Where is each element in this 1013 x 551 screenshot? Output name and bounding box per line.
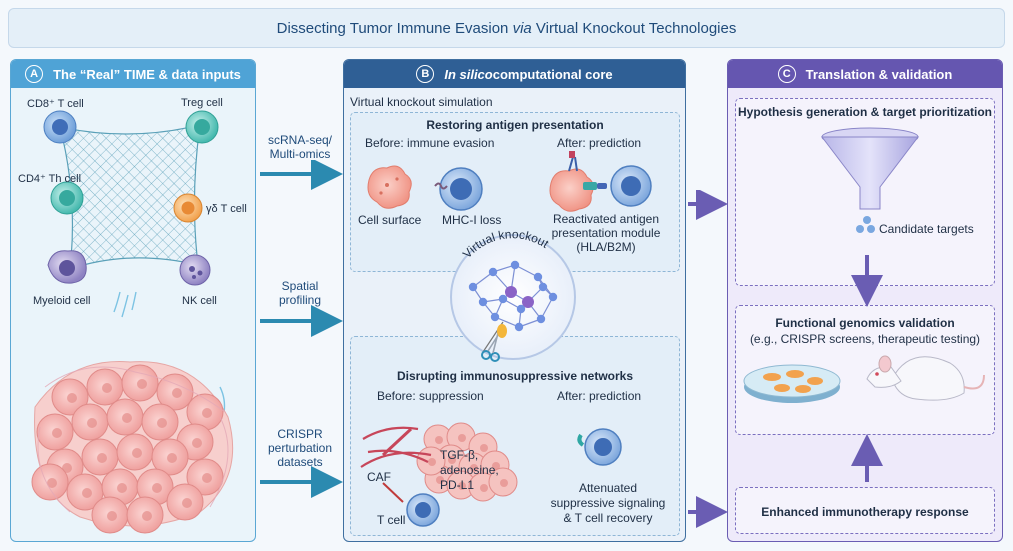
network-node-icon (516, 304, 526, 314)
hypothesis-label: Hypothesis generation & target prioritiz… (737, 105, 993, 119)
tumor-cell-icon (91, 496, 129, 534)
disrupt-before: Before: suppression (377, 389, 484, 403)
tumor-cell-icon (488, 467, 518, 497)
gd-label: γδ T cell (206, 203, 247, 215)
tumor-cell-icon (31, 463, 69, 501)
tumor-cell-icon (151, 438, 189, 476)
panel-c-header: C Translation & validation (728, 60, 1002, 88)
network-node-icon (478, 297, 488, 307)
enhanced-box (735, 487, 995, 534)
treg-label: Treg cell (181, 97, 223, 109)
reactivated-antigen-icon (549, 151, 652, 212)
page-title: Dissecting Tumor Immune Evasion via Virt… (276, 19, 737, 37)
tumor-cell-icon (141, 403, 179, 441)
myeloid-cell-icon (47, 250, 87, 284)
panel-a-header: A The “Real” TIME & data inputs (11, 60, 255, 88)
tumor-cell-icon (51, 378, 89, 416)
network-node-icon (548, 292, 558, 302)
network-node-icon (488, 267, 498, 277)
restore-after: After: prediction (557, 136, 642, 150)
factors-label: TGF-β,adenosine,PD-L1 (440, 448, 499, 492)
gd-t-cell-icon (173, 193, 203, 223)
panel-b-title-italic: In silico (444, 66, 493, 82)
network-node-icon (514, 322, 524, 332)
mouse-icon (866, 355, 985, 401)
tumor-cell-icon (121, 364, 159, 402)
cd4-label: CD4⁺ Th cell (18, 173, 82, 185)
tumor-cell-icon (116, 433, 154, 471)
panel-a-badge: A (25, 65, 44, 83)
panel-b-header: B In silico computational core (344, 60, 685, 88)
functional-sub: (e.g., CRISPR screens, therapeutic testi… (749, 332, 981, 346)
mhc-loss-label: MHC-I loss (442, 213, 502, 227)
title-bar: Dissecting Tumor Immune Evasion via Virt… (8, 8, 1005, 48)
recovered-t-cell-icon (577, 428, 622, 466)
panel-b-title: computational core (492, 66, 613, 82)
panel-a-illustration (31, 110, 234, 534)
sim-title: Virtual knockout simulation (350, 95, 493, 109)
nk-label: NK cell (182, 295, 217, 307)
restore-title: Restoring antigen presentation (426, 118, 604, 132)
funnel-icon (820, 127, 920, 210)
input-arrows (260, 160, 343, 498)
network-node-icon (498, 294, 508, 304)
petri-dish-icon (743, 364, 841, 403)
panel-a-title: The “Real” TIME & data inputs (53, 66, 241, 82)
candidates-label: Candidate targets (879, 222, 974, 236)
tumor-cell-icon (66, 473, 104, 511)
network-node-icon (510, 260, 520, 270)
tumor-cell-icon (186, 458, 224, 496)
cd8-label: CD8⁺ T cell (27, 98, 84, 110)
caf-label: CAF (367, 470, 391, 484)
tumor-cell-icon (136, 468, 174, 506)
virtual-knockout-network (450, 234, 576, 362)
enhanced-label: Enhanced immunotherapy response (761, 505, 969, 519)
cd4-th-cell-icon (50, 181, 84, 215)
network-node-icon (536, 314, 546, 324)
disrupt-title: Disrupting immunosuppressive networks (396, 369, 634, 383)
treg-cell-icon (185, 110, 219, 144)
tumor-cell-icon (106, 398, 144, 436)
nk-cell-icon (179, 254, 211, 286)
panel-b-badge: B (416, 65, 435, 83)
tcell-label: T cell (377, 513, 406, 527)
caf-tumor-cluster (360, 422, 518, 527)
tumor-cell-icon (186, 393, 224, 431)
tumor-cell-icon (166, 483, 204, 521)
network-node-icon (490, 312, 500, 322)
b-to-c-arrows (688, 190, 728, 528)
tumor-cell-icon (81, 438, 119, 476)
myeloid-label: Myeloid cell (33, 295, 91, 307)
scrna-label: scRNA-seq/Multi-omics (267, 133, 332, 161)
panel-b-illustration: Virtual knockout (360, 151, 652, 527)
panel-c-badge: C (777, 65, 796, 83)
functional-title: Functional genomics validation (775, 316, 955, 330)
tumor-cell-icon (71, 403, 109, 441)
tumor-cell-icon (36, 413, 74, 451)
cd8-t-cell-icon (43, 110, 77, 144)
cell-surface-label: Cell surface (358, 213, 422, 227)
candidate-target-dots (856, 216, 875, 233)
network-node-icon (538, 282, 548, 292)
mhc-loss-icon (434, 167, 483, 211)
tumor-cell-surface-icon (367, 165, 412, 209)
network-node-icon (533, 272, 543, 282)
panel-c-title: Translation & validation (805, 66, 953, 82)
restore-before: Before: immune evasion (365, 136, 495, 150)
network-node-icon (505, 286, 517, 298)
panel-c-illustration (743, 127, 985, 482)
network-node-icon (522, 296, 534, 308)
tumor-mass (31, 361, 234, 534)
tumor-cell-icon (126, 496, 164, 534)
network-node-icon (468, 282, 478, 292)
disrupt-after: After: prediction (557, 389, 642, 403)
tumor-cell-icon (86, 368, 124, 406)
